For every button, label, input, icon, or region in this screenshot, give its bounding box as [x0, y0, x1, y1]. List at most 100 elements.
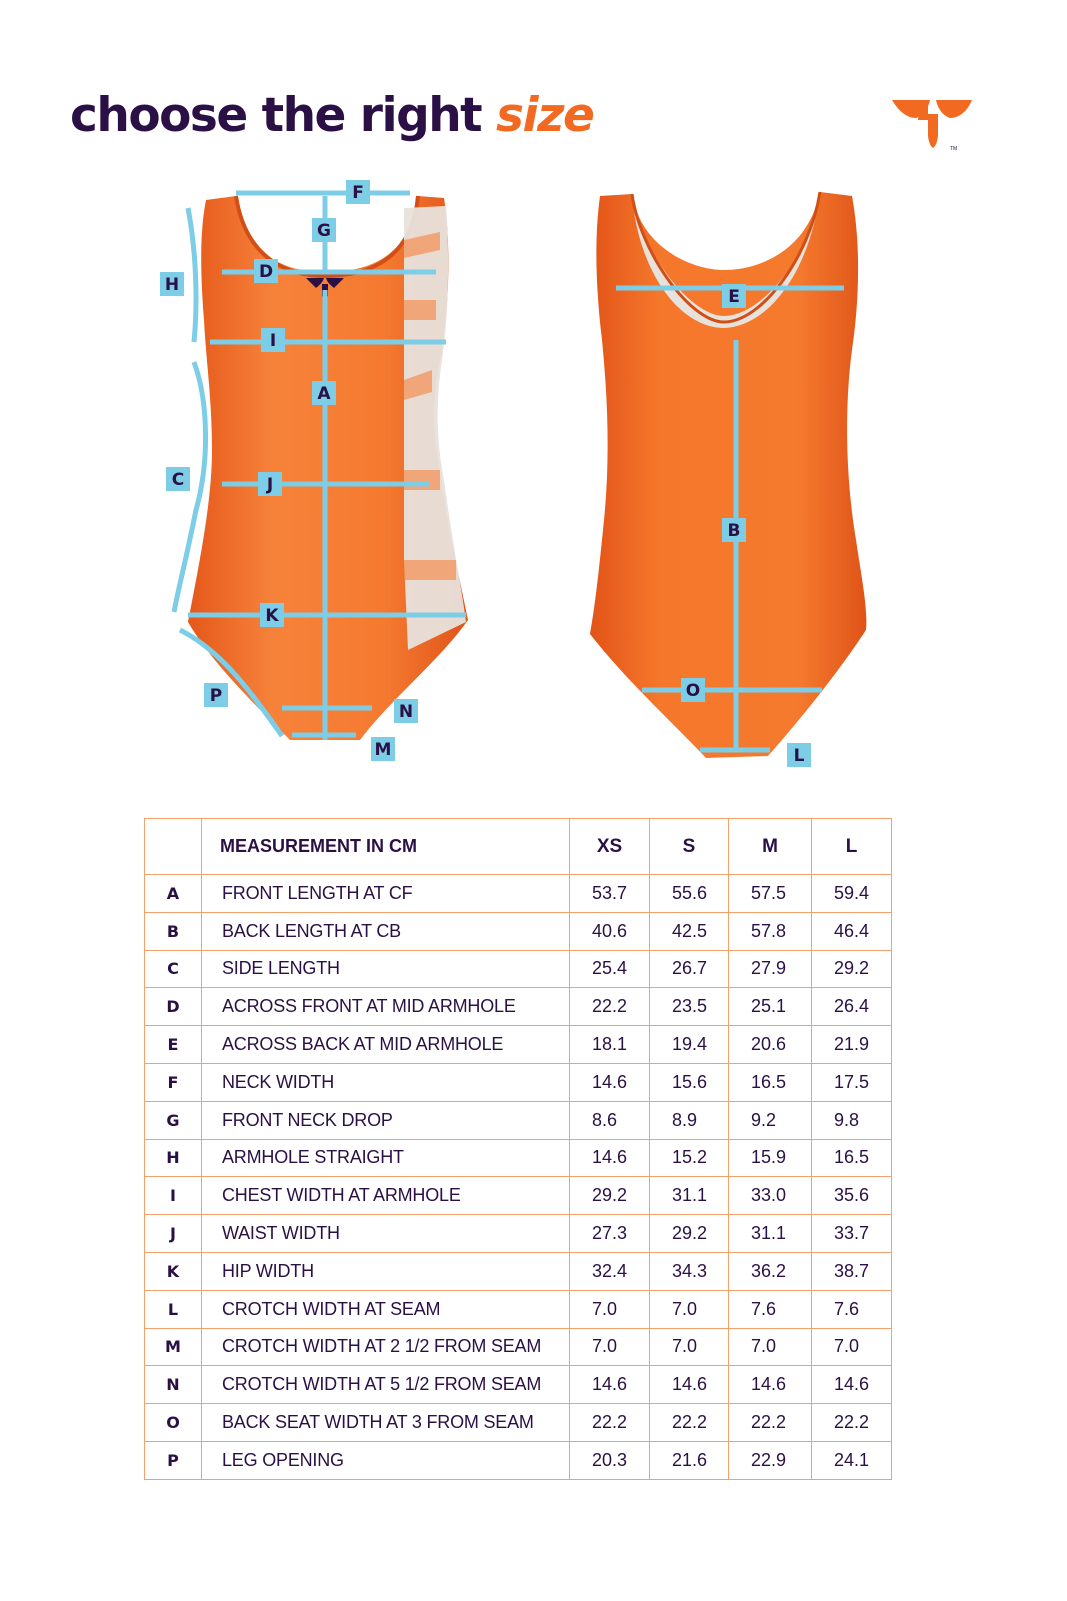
value-xs: 7.0: [569, 1327, 650, 1367]
label-c: C: [172, 470, 184, 490]
value-m: 36.2: [728, 1251, 812, 1291]
label-j: J: [266, 475, 273, 495]
value-l: 35.6: [811, 1176, 892, 1216]
label-p: P: [210, 686, 222, 706]
row-code: A: [144, 874, 202, 913]
value-m: 7.6: [728, 1289, 812, 1329]
value-m: 33.0: [728, 1176, 812, 1216]
value-l: 33.7: [811, 1214, 892, 1253]
page-title: choose the right size: [70, 88, 595, 143]
value-m: 15.9: [728, 1138, 812, 1178]
value-m: 57.8: [728, 911, 812, 951]
value-xs: 22.2: [569, 987, 650, 1027]
row-code: E: [144, 1025, 202, 1064]
value-xs: 32.4: [569, 1251, 650, 1291]
label-m: M: [375, 740, 392, 760]
column-header-s: S: [649, 818, 729, 875]
row-code: M: [144, 1327, 202, 1367]
value-s: 26.7: [649, 949, 729, 989]
front-swimsuit: [188, 195, 468, 740]
row-code: O: [144, 1403, 202, 1442]
column-header-m: M: [728, 818, 812, 875]
row-measurement-name: HIP WIDTH: [201, 1251, 570, 1291]
row-measurement-name: CROTCH WIDTH AT SEAM: [201, 1289, 570, 1329]
label-d: D: [259, 262, 273, 282]
value-l: 29.2: [811, 949, 892, 989]
row-code: D: [144, 987, 202, 1027]
row-code: K: [144, 1251, 202, 1291]
value-l: 59.4: [811, 874, 892, 913]
row-code: B: [144, 911, 202, 951]
value-s: 8.9: [649, 1100, 729, 1140]
value-xs: 8.6: [569, 1100, 650, 1140]
row-measurement-name: CROTCH WIDTH AT 5 1/2 FROM SEAM: [201, 1365, 570, 1405]
row-measurement-name: BACK SEAT WIDTH AT 3 FROM SEAM: [201, 1403, 570, 1442]
row-code: L: [144, 1289, 202, 1329]
label-a: A: [317, 384, 331, 404]
row-measurement-name: WAIST WIDTH: [201, 1214, 570, 1253]
value-m: 22.2: [728, 1403, 812, 1442]
row-code: N: [144, 1365, 202, 1405]
svg-text:TM: TM: [950, 146, 957, 152]
value-xs: 20.3: [569, 1440, 650, 1480]
value-xs: 18.1: [569, 1025, 650, 1064]
table-header-row: MEASUREMENT IN CM XS S M L: [144, 818, 892, 875]
row-code: C: [144, 949, 202, 989]
title-main: choose the right: [70, 88, 497, 143]
value-s: 42.5: [649, 911, 729, 951]
value-l: 22.2: [811, 1403, 892, 1442]
value-xs: 22.2: [569, 1403, 650, 1442]
label-f: F: [352, 183, 364, 203]
label-b: B: [728, 521, 741, 541]
row-code: J: [144, 1214, 202, 1253]
value-xs: 25.4: [569, 949, 650, 989]
value-s: 21.6: [649, 1440, 729, 1480]
value-xs: 27.3: [569, 1214, 650, 1253]
value-s: 7.0: [649, 1289, 729, 1329]
value-m: 16.5: [728, 1062, 812, 1102]
value-l: 16.5: [811, 1138, 892, 1178]
value-s: 22.2: [649, 1403, 729, 1442]
row-measurement-name: FRONT LENGTH AT CF: [201, 874, 570, 913]
label-k: K: [265, 606, 279, 626]
row-measurement-name: ARMHOLE STRAIGHT: [201, 1138, 570, 1178]
row-code: P: [144, 1440, 202, 1480]
value-l: 7.0: [811, 1327, 892, 1367]
column-header-l: L: [811, 818, 892, 875]
whale-tail-logo-icon: TM: [892, 100, 972, 152]
value-xs: 14.6: [569, 1062, 650, 1102]
row-measurement-name: NECK WIDTH: [201, 1062, 570, 1102]
back-swimsuit: [590, 191, 867, 758]
row-measurement-name: FRONT NECK DROP: [201, 1100, 570, 1140]
column-header-measurement: MEASUREMENT IN CM: [201, 818, 570, 875]
value-l: 24.1: [811, 1440, 892, 1480]
value-xs: 40.6: [569, 911, 650, 951]
value-xs: 7.0: [569, 1289, 650, 1329]
row-measurement-name: CROTCH WIDTH AT 2 1/2 FROM SEAM: [201, 1327, 570, 1367]
value-l: 17.5: [811, 1062, 892, 1102]
label-n: N: [399, 702, 413, 722]
value-m: 20.6: [728, 1025, 812, 1064]
value-l: 21.9: [811, 1025, 892, 1064]
value-l: 46.4: [811, 911, 892, 951]
value-xs: 14.6: [569, 1138, 650, 1178]
measurement-labels: F G D H I A C J K P N M E B O L: [160, 180, 811, 767]
value-m: 14.6: [728, 1365, 812, 1405]
title-accent: size: [496, 88, 595, 143]
value-xs: 14.6: [569, 1365, 650, 1405]
row-measurement-name: ACROSS FRONT AT MID ARMHOLE: [201, 987, 570, 1027]
value-s: 23.5: [649, 987, 729, 1027]
value-s: 31.1: [649, 1176, 729, 1216]
value-s: 29.2: [649, 1214, 729, 1253]
